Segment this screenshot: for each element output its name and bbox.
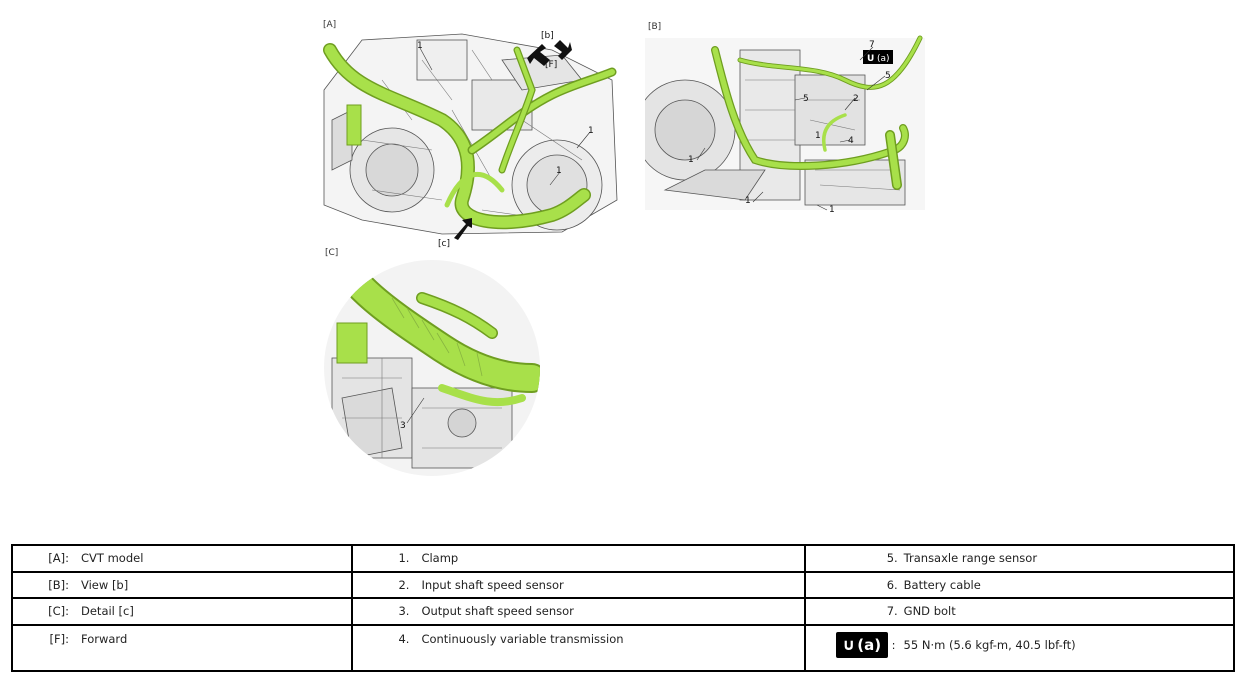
legend-value: View [b]: [81, 577, 129, 592]
table-row: [A]: CVT model 1. Clamp 5. Transaxle range …: [10, 544, 1236, 573]
legend-key: 4.: [398, 631, 410, 646]
wrench-icon: U: [867, 54, 874, 64]
legend-separator: :: [891, 637, 896, 652]
legend-key: 3.: [398, 604, 410, 619]
callout-1: 1: [588, 126, 594, 136]
legend-value: Detail [c]: [81, 604, 134, 619]
legend-key: 1.: [398, 551, 410, 566]
panel-c-illustration: 3: [324, 260, 540, 476]
torque-tag-text: (a): [877, 54, 890, 64]
callout-3: 3: [400, 421, 406, 431]
table-row: [B]:View [b] 2.Input shaft speed sensor …: [10, 570, 1236, 599]
callout-1: 1: [745, 196, 751, 206]
legend-value: CVT model: [81, 551, 144, 566]
legend-value: 55 N·m (5.6 kgf-m, 40.5 lbf-ft): [903, 637, 1076, 652]
legend-key: [F]:: [49, 631, 69, 646]
legend-value: Battery cable: [903, 577, 981, 592]
callout-5: 5: [803, 94, 809, 104]
legend-value: Continuously variable transmission: [421, 631, 624, 646]
panel-a-illustration: 1 1 1 [b] [F] [c]: [323, 31, 618, 249]
legend-key: [C]:: [48, 604, 69, 619]
callout-1: 1: [556, 166, 562, 176]
legend-value: GND bolt: [903, 604, 956, 619]
figure-panel-b: [B] U (a): [645, 20, 925, 215]
torque-tag: U (a): [863, 50, 893, 64]
callout-1: 1: [688, 155, 694, 165]
callout-2: 2: [853, 94, 859, 104]
legend-key: [A]:: [48, 551, 69, 566]
callout-7: 7: [869, 40, 875, 50]
wiring-harness: [323, 43, 617, 230]
legend-key: 5.: [886, 551, 898, 566]
legend-value: Clamp: [421, 551, 459, 566]
callout-1: 1: [815, 131, 821, 141]
legend-table: [A]: CVT model 1. Clamp 5. Transaxle range …: [10, 544, 1236, 672]
torque-icon-text: (a): [857, 635, 882, 654]
callout-4: 4: [848, 136, 854, 146]
table-row: [C]: Detail [c] 3. Output shaft speed sens…: [10, 597, 1236, 626]
figure-panel-c: [C]: [322, 248, 562, 478]
panel-c-label: [C]: [325, 248, 339, 258]
panel-b-label: [B]: [648, 22, 662, 32]
torque-wrench-icon: ∪(a): [835, 631, 888, 658]
arrow-icon: [454, 40, 572, 240]
legend-value: Transaxle range sensor: [903, 551, 1038, 566]
legend-key: 2.: [398, 577, 410, 592]
legend-value: Output shaft speed sensor: [421, 604, 574, 619]
legend-value: Input shaft speed sensor: [421, 577, 564, 592]
panel-b-illustration: U (a) 7 5 5 2 4 1 1 1 1: [645, 35, 925, 215]
marker-f: [F]: [545, 60, 557, 70]
harness-bracket: [346, 104, 362, 146]
legend-value: Forward: [81, 631, 128, 646]
legend-key: 7.: [886, 604, 898, 619]
panel-a-label: [A]: [323, 20, 337, 30]
legend-key: [B]:: [48, 577, 69, 592]
callout-1: 1: [417, 41, 423, 51]
marker-b: [b]: [541, 31, 554, 41]
callout-5: 5: [885, 71, 891, 81]
table-row: [F]: Forward 4. Continuously variable tran…: [10, 623, 1236, 672]
callout-1: 1: [829, 205, 835, 215]
legend-key: 6.: [886, 577, 898, 592]
harness-clamp: [336, 322, 368, 364]
figure-panel-a: [A]: [322, 20, 622, 250]
marker-c: [c]: [438, 239, 450, 249]
